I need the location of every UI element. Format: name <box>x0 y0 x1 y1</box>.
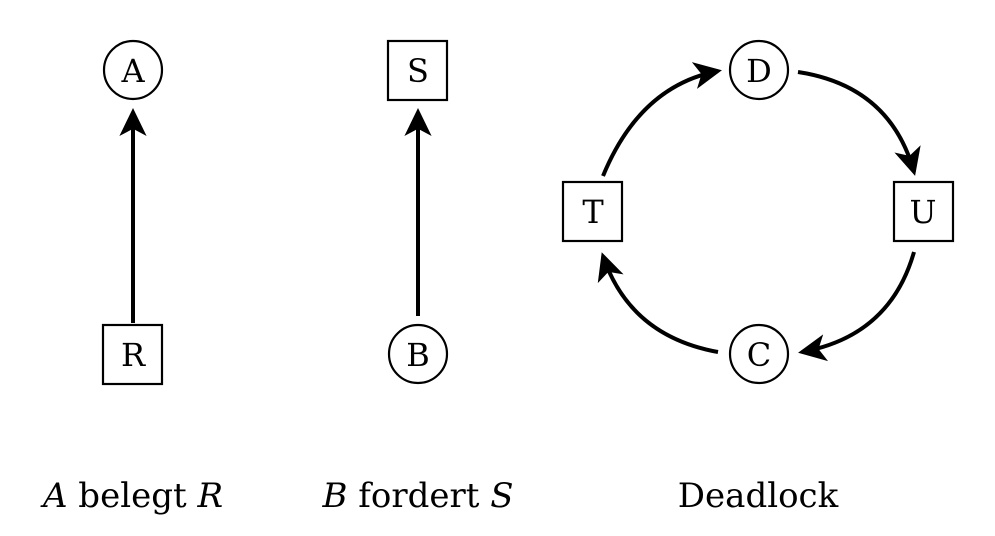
node-a: A <box>102 39 164 101</box>
svg-text:D: D <box>746 52 772 90</box>
panel-request: S B B fordert S <box>321 39 514 516</box>
node-t: T <box>561 180 624 243</box>
panel-allocation: A R A belegt R <box>40 39 223 516</box>
edge-u-to-c <box>798 251 916 362</box>
node-s: S <box>386 39 449 102</box>
svg-text:T: T <box>582 193 604 231</box>
edge-c-to-t <box>597 252 719 354</box>
node-r: R <box>101 323 164 386</box>
svg-text:A: A <box>120 52 145 90</box>
edge-d-to-u <box>797 70 921 176</box>
caption-request: B fordert S <box>321 476 513 516</box>
node-b: B <box>387 323 449 385</box>
svg-text:B: B <box>406 336 430 374</box>
svg-text:R: R <box>121 336 146 374</box>
edge-t-to-d <box>601 62 722 177</box>
svg-text:S: S <box>407 52 429 90</box>
svg-text:C: C <box>747 336 771 374</box>
node-c: C <box>728 323 790 385</box>
node-u: U <box>892 180 955 243</box>
caption-allocation: A belegt R <box>40 476 223 516</box>
caption-deadlock: Deadlock <box>678 476 839 516</box>
node-d: D <box>728 39 790 101</box>
panel-deadlock: D U C T Deadlock <box>561 39 955 516</box>
svg-text:U: U <box>910 193 937 231</box>
